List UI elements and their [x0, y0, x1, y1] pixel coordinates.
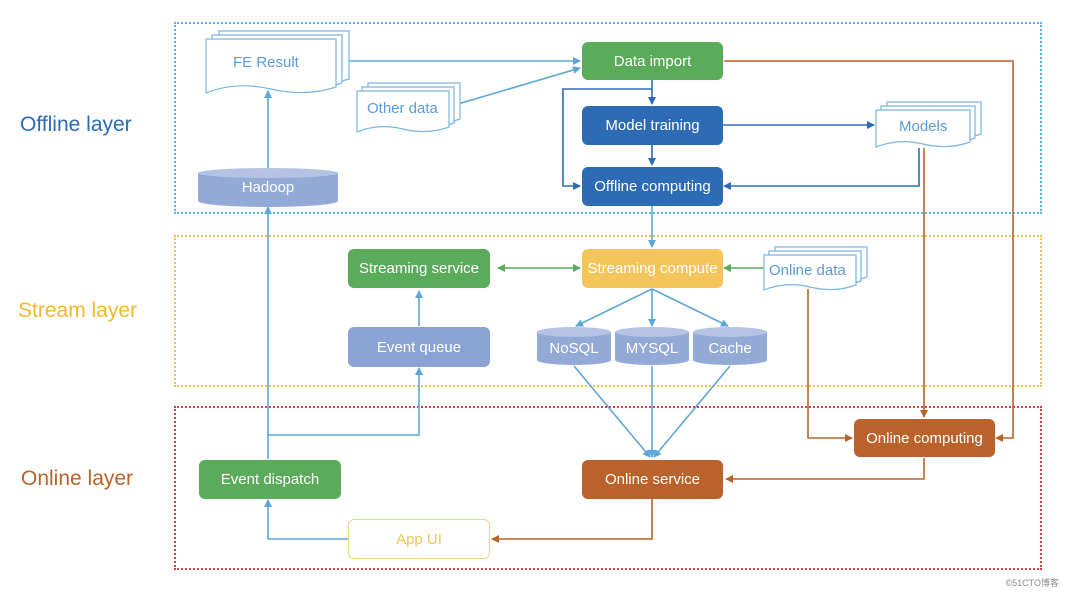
cache-cylinder: Cache [692, 326, 768, 366]
app-ui-node: App UI [348, 519, 490, 559]
models-doc: Models [875, 101, 983, 149]
stream-layer-zone [174, 235, 1042, 387]
online-service-node: Online service [582, 460, 723, 499]
fe-result-doc: FE Result [205, 30, 351, 96]
nosql-label: NoSQL [549, 340, 599, 357]
offline-layer-zone [174, 22, 1042, 214]
stream-layer-label: Stream layer [18, 299, 138, 322]
models-label: Models [899, 118, 948, 135]
database-icon [198, 168, 338, 207]
streaming-service-node: Streaming service [348, 249, 490, 288]
database-icon [615, 327, 689, 365]
online-layer-label: Online layer [21, 467, 134, 490]
fe-result-label: FE Result [233, 54, 299, 71]
mysql-label: MYSQL [625, 340, 679, 357]
event-dispatch-node: Event dispatch [199, 460, 341, 499]
other-data-label: Other data [367, 100, 438, 117]
hadoop-label: Hadoop [241, 179, 295, 196]
offline-computing-node: Offline computing [582, 167, 723, 206]
data-import-node: Data import [582, 42, 723, 80]
document-stack-icon [356, 82, 461, 133]
online-data-label: Online data [769, 262, 846, 279]
online-data-doc: Online data [763, 246, 869, 292]
database-icon [537, 327, 611, 365]
database-icon [693, 327, 767, 365]
document-stack-icon [875, 101, 982, 148]
watermark: ©51CTO博客 [1005, 578, 1059, 588]
event-queue-node: Event queue [348, 327, 490, 367]
document-stack-icon [205, 30, 350, 94]
hadoop-cylinder: Hadoop [197, 167, 339, 207]
streaming-compute-node: Streaming compute [582, 249, 723, 288]
other-data-doc: Other data [356, 82, 462, 134]
offline-layer-label: Offline layer [20, 113, 132, 136]
document-stack-icon [763, 246, 868, 291]
online-computing-node: Online computing [854, 419, 995, 457]
nosql-cylinder: NoSQL [536, 326, 612, 366]
model-training-node: Model training [582, 106, 723, 145]
cache-label: Cache [708, 340, 752, 357]
mysql-cylinder: MYSQL [614, 326, 690, 366]
